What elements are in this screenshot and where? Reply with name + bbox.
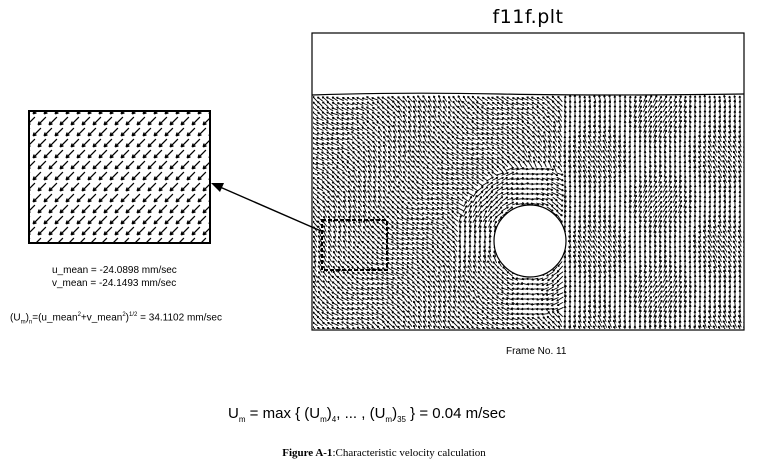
caption-label: Figure A-1 [282,447,333,459]
max-result: } = 0.04 m/sec [406,405,506,422]
selection-box [321,219,388,271]
formula-result: = 34.1102 mm/sec [137,312,222,324]
caption-text: :Characteristic velocity calculation [332,447,486,459]
zoom-arrow-head [211,183,224,192]
cylinder-obstacle [493,204,567,278]
u-mean-text: u_mean = -24.0898 mm/sec [52,265,177,276]
max-sub-35: 35 [397,415,406,424]
max-dots: , ... , (U [336,405,386,422]
max-close-1: ) [326,405,332,422]
formula-square-1: 2 [77,312,81,318]
max-u: U [228,405,239,422]
figure-caption: Figure A-1:Characteristic velocity calcu… [0,447,768,459]
max-mid: = max { (U [245,405,321,422]
zoom-inset-vectors [30,112,209,242]
max-m-sub-2: m [320,415,327,424]
plot-title: f11f.plt [492,6,564,28]
formula-close: ) [125,312,130,324]
magnitude-formula: (Um)n=(u_mean2+v_mean2)1/2 = 34.1102 mm/… [10,312,222,325]
v-mean-text: v_mean = -24.1493 mm/sec [52,278,177,289]
mean-velocity-stats: u_mean = -24.0898 mm/sec v_mean = -24.14… [52,264,177,290]
max-close-2: ) [392,405,398,422]
formula-close-paren: ) [25,312,29,324]
formula-mid: =(u_mean [32,312,78,324]
max-velocity-equation: Um = max { (Um)4, ... , (Um)35 } = 0.04 … [228,405,506,424]
velocity-vector-field [313,95,744,329]
max-sub-4: 4 [331,415,337,424]
formula-square-2: 2 [122,312,126,318]
formula-plus: +v_mean [80,312,123,324]
formula-half-power: 1/2 [129,312,138,318]
max-m-sub-3: m [385,415,393,424]
max-m-sub: m [238,415,246,424]
formula-u: (U [10,312,21,324]
zoom-arrow-line [219,186,322,232]
frame-label: Frame No. 11 [506,346,567,357]
formula-n-sub: n [28,319,33,326]
water-surface-line [311,92,745,96]
formula-m-sub: m [20,319,26,326]
